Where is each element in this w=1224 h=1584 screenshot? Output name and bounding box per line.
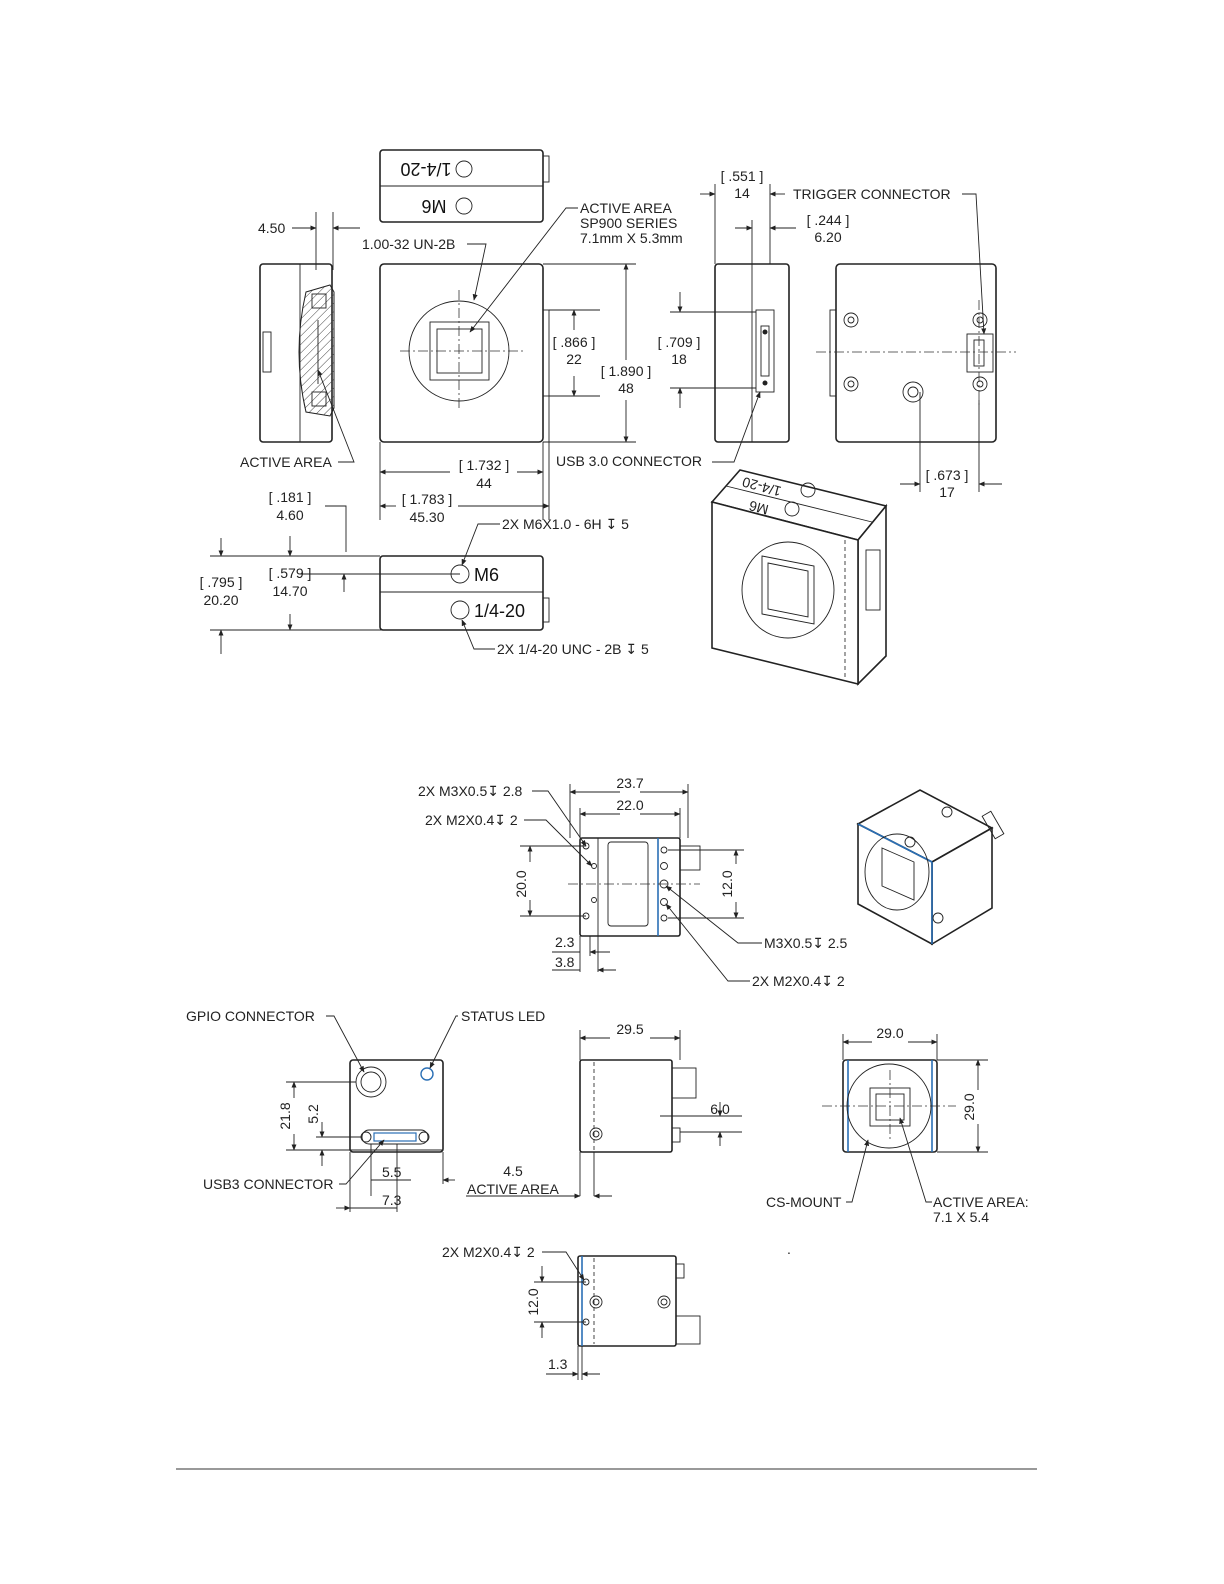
- bottom-view: M6 1/4-20: [379, 555, 550, 631]
- quarter-tapped-hole-callout: 2X 1/4-20 UNC - 2B ↧ 5: [497, 641, 649, 657]
- side-view-295: [579, 1059, 697, 1196]
- iso-label-lower: M6: [747, 498, 770, 519]
- bottom-view-quarter-label: 1/4-20: [474, 601, 525, 621]
- dim-709-in: [ .709 ]: [658, 334, 701, 350]
- active-area-callout-1: ACTIVE AREA: [580, 200, 672, 216]
- active-area-dims-1: ACTIVE AREA:: [933, 1194, 1029, 1210]
- dim-12-0-bottom: 12.0: [525, 1288, 541, 1315]
- gpio-connector-label: GPIO CONNECTOR: [186, 1008, 315, 1024]
- usb3-connector-label: USB3 CONNECTOR: [203, 1176, 333, 1192]
- top-view: 1/4-20 M6: [379, 149, 550, 223]
- dim-6-0: 6.0: [710, 1101, 730, 1117]
- dim-2-3: 2.3: [555, 934, 575, 950]
- side-mount-view: [568, 837, 701, 937]
- m2-2x-callout-bottom: 2X M2X0.4↧ 2: [442, 1244, 535, 1260]
- usb30-connector-label: USB 3.0 CONNECTOR: [556, 453, 702, 469]
- dim-579-mm: 14.70: [272, 583, 307, 599]
- dim-4-5: 4.5: [503, 1163, 523, 1179]
- top-view-label-lower: M6: [421, 196, 446, 216]
- dim-12-0-right: 12.0: [719, 870, 735, 897]
- bottom-isometric-view: [856, 789, 1005, 946]
- bottom-drawing: 2X M3X0.5↧ 2.8 2X M2X0.4↧ 2 23.7 22.0 20…: [186, 775, 1029, 1380]
- dim-29-0-right: 29.0: [961, 1093, 977, 1120]
- stray-dot: .: [787, 1241, 791, 1257]
- dim-1890-mm: 48: [618, 380, 634, 396]
- front-view: [379, 263, 550, 443]
- lens-thread-callout: 1.00-32 UN-2B: [362, 236, 455, 252]
- trigger-connector-label: TRIGGER CONNECTOR: [793, 186, 951, 202]
- dim-579-in: [ .579 ]: [269, 565, 312, 581]
- top-view-label-upper: 1/4-20: [400, 159, 451, 179]
- dim-673-in: [ .673 ]: [926, 467, 969, 483]
- m6-tapped-hole-callout: 2X M6X1.0 - 6H ↧ 5: [502, 516, 629, 532]
- dim-673-mm: 17: [939, 484, 955, 500]
- right-side-view: [714, 263, 790, 443]
- dim-866-in: [ .866 ]: [553, 334, 596, 350]
- dim-551-in: [ .551 ]: [721, 168, 764, 184]
- dim-1-3: 1.3: [548, 1356, 568, 1372]
- back-view: [816, 263, 1016, 443]
- dim-551-mm: 14: [734, 185, 750, 201]
- active-area-callout-3: 7.1mm X 5.3mm: [580, 230, 683, 246]
- dim-20-0: 20.0: [513, 870, 529, 897]
- bottom-dimensions: 2X M3X0.5↧ 2.8 2X M2X0.4↧ 2 23.7 22.0 20…: [186, 775, 1029, 1380]
- isometric-view: 1/4-20 M6: [710, 469, 888, 686]
- m2-2x-callout-top: 2X M2X0.4↧ 2: [425, 812, 518, 828]
- dim-1890-in: [ 1.890 ]: [601, 363, 652, 379]
- dim-29-5: 29.5: [616, 1021, 643, 1037]
- m2-2x-callout-right: 2X M2X0.4↧ 2: [752, 973, 845, 989]
- active-area-side-label: ACTIVE AREA: [240, 454, 332, 470]
- dim-795-mm: 20.20: [203, 592, 238, 608]
- active-area-dims-2: 7.1 X 5.4: [933, 1209, 989, 1225]
- m3-2x-callout: 2X M3X0.5↧ 2.8: [418, 783, 523, 799]
- dim-7-3: 7.3: [382, 1192, 402, 1208]
- top-dimensions: 4.50 1.00-32 UN-2B ACTIVE AREA SP900 SER…: [200, 168, 1002, 657]
- lower-side-view: [577, 1255, 701, 1347]
- active-area-callout-2: SP900 SERIES: [580, 215, 677, 231]
- dim-181-mm: 4.60: [276, 507, 303, 523]
- dim-5-2: 5.2: [305, 1104, 321, 1124]
- dim-3-8: 3.8: [555, 954, 575, 970]
- dim-866-mm: 22: [566, 351, 582, 367]
- side-section-view: [259, 263, 335, 443]
- dim-709-mm: 18: [671, 351, 687, 367]
- dim-23-7: 23.7: [616, 775, 643, 791]
- dim-21-8: 21.8: [277, 1102, 293, 1129]
- dim-5-5: 5.5: [382, 1164, 402, 1180]
- active-area-label: ACTIVE AREA: [467, 1181, 559, 1197]
- dim-29-0-top: 29.0: [876, 1025, 903, 1041]
- dim-244-in: [ .244 ]: [807, 212, 850, 228]
- cs-mount-label: CS-MOUNT: [766, 1194, 842, 1210]
- cs-mount-front-view: [822, 1059, 956, 1153]
- bottom-view-m6-label: M6: [474, 565, 499, 585]
- dim-244-mm: 6.20: [814, 229, 841, 245]
- dim-1732-in: [ 1.732 ]: [459, 457, 510, 473]
- dim-1783-mm: 45.30: [409, 509, 444, 525]
- dim-22-0: 22.0: [616, 797, 643, 813]
- top-drawing: 1/4-20 M6: [200, 149, 1016, 686]
- dim-1783-in: [ 1.783 ]: [402, 491, 453, 507]
- gpio-front-view: [349, 1059, 444, 1153]
- dim-4-50: 4.50: [258, 220, 285, 236]
- dim-181-in: [ .181 ]: [269, 489, 312, 505]
- dim-795-in: [ .795 ]: [200, 574, 243, 590]
- m3-callout: M3X0.5↧ 2.5: [764, 935, 848, 951]
- status-led-label: STATUS LED: [461, 1008, 545, 1024]
- dim-1732-mm: 44: [476, 475, 492, 491]
